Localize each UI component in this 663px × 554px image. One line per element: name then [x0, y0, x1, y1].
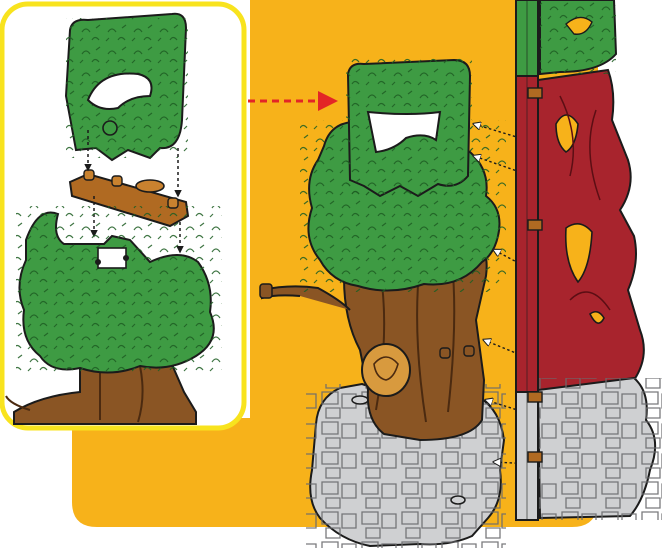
- inset-panel: [2, 4, 244, 428]
- central-leaf-plate: [346, 58, 472, 198]
- inset-leaf-plate: [66, 14, 188, 160]
- wall-panel-piece: [516, 0, 662, 520]
